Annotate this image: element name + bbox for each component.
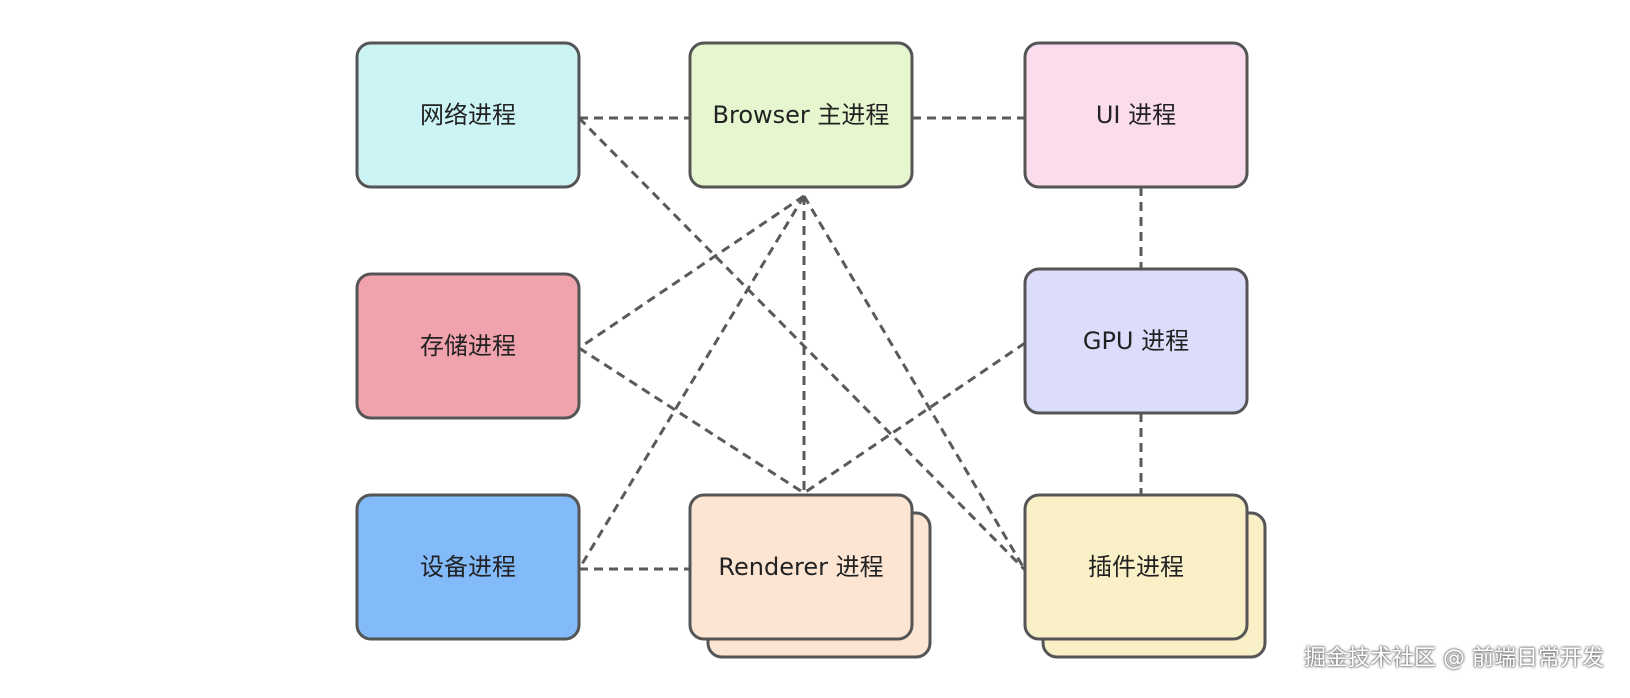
edge-storage-renderer bbox=[578, 346, 805, 495]
node-browser-label: Browser 主进程 bbox=[713, 101, 890, 129]
edge-gpu-renderer bbox=[803, 341, 1026, 495]
watermark-text: 掘金技术社区 @ 前端日常开发 bbox=[1304, 646, 1604, 671]
node-network-label: 网络进程 bbox=[420, 101, 516, 129]
node-gpu: GPU 进程 bbox=[1023, 267, 1249, 415]
edge-browser-plugin bbox=[802, 195, 1027, 571]
node-browser-box bbox=[688, 41, 914, 189]
node-device: 设备进程 bbox=[355, 493, 581, 641]
node-ui: UI 进程 bbox=[1023, 41, 1249, 189]
node-plugin: 插件进程 bbox=[1023, 493, 1267, 659]
node-renderer: Renderer 进程 bbox=[688, 493, 932, 659]
node-device-box bbox=[355, 493, 581, 641]
node-plugin-label: 插件进程 bbox=[1088, 553, 1184, 581]
edges-layer bbox=[577, 116, 1143, 572]
node-plugin-box bbox=[1023, 493, 1249, 641]
edge-browser-device bbox=[577, 195, 806, 570]
node-browser: Browser 主进程 bbox=[688, 41, 914, 189]
node-network: 网络进程 bbox=[355, 41, 581, 189]
node-ui-label: UI 进程 bbox=[1096, 101, 1176, 129]
node-storage: 存储进程 bbox=[355, 272, 581, 420]
node-gpu-box bbox=[1023, 267, 1249, 415]
node-ui-box bbox=[1023, 41, 1249, 189]
node-gpu-label: GPU 进程 bbox=[1083, 327, 1189, 355]
node-network-box bbox=[355, 41, 581, 189]
node-storage-label: 存储进程 bbox=[420, 332, 516, 360]
edge-browser-storage bbox=[578, 194, 805, 350]
node-renderer-box bbox=[688, 493, 914, 641]
edge-network-plugin bbox=[577, 116, 1027, 572]
node-device-label: 设备进程 bbox=[420, 553, 516, 581]
node-storage-box bbox=[355, 272, 581, 420]
node-renderer-label: Renderer 进程 bbox=[718, 553, 883, 581]
